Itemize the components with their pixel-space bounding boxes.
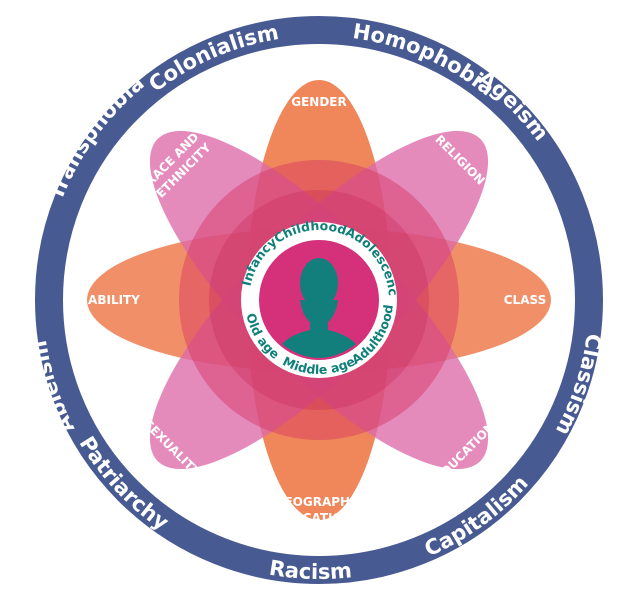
- life-stage-middle-age: Middle age: [281, 353, 358, 377]
- ring-label-capitalism: Capitalism: [421, 471, 533, 561]
- person-silhouette-icon: [282, 258, 356, 358]
- petal-label-geographic-line1: GEOGRAPHIC: [275, 495, 364, 509]
- ring-label-racism: Racism: [268, 556, 353, 584]
- petal-label-geographic-line2: LOCATION: [285, 511, 352, 525]
- petal-label-gender: GENDER: [291, 95, 347, 109]
- petal-label-class: CLASS: [504, 293, 547, 307]
- ring-label-transphobia: Transphobia: [44, 71, 149, 203]
- outer-ring: [35, 16, 603, 584]
- petal-label-ability: ABILITY: [88, 293, 140, 307]
- ring-label-homophobia: Homophobia: [351, 19, 499, 100]
